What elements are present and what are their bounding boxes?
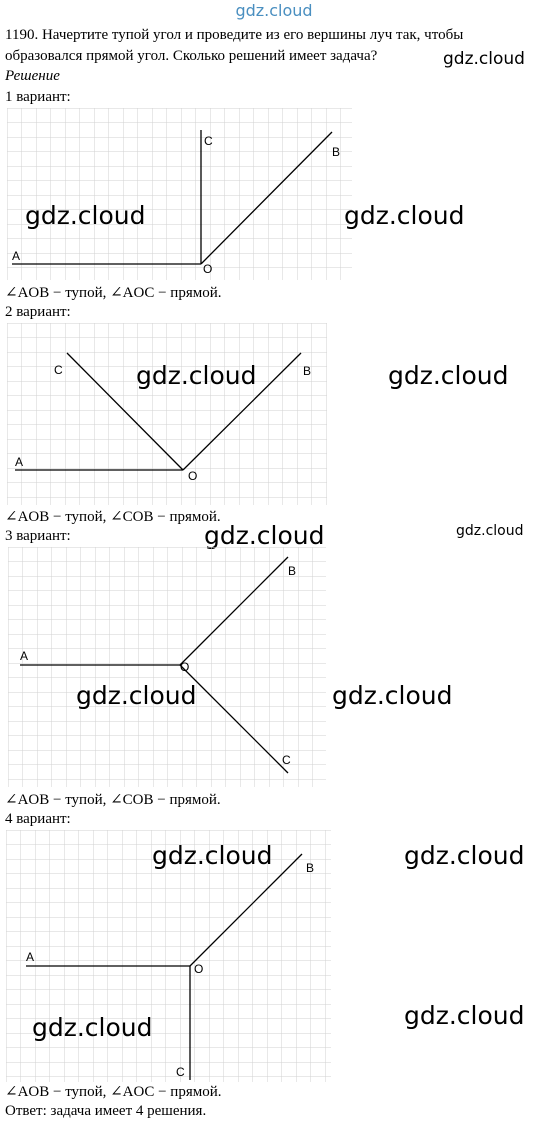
variant-3-figure: A B C O xyxy=(8,547,326,787)
watermark: gdz.cloud xyxy=(344,201,465,230)
point-b-label: B xyxy=(306,861,314,875)
grid-background xyxy=(7,108,352,280)
ray-ob xyxy=(200,131,333,265)
watermark: gdz.cloud xyxy=(456,523,524,539)
point-a-label: A xyxy=(26,950,34,964)
variant-1-caption: ∠AOB − тупой, ∠AOC − прямой. xyxy=(5,285,222,301)
point-o-label: O xyxy=(180,660,189,674)
watermark: gdz.cloud xyxy=(332,681,453,710)
variant-3-label: 3 вариант: xyxy=(5,528,71,544)
point-b-label: B xyxy=(288,564,296,578)
task-text-line-1: 1190. Начертите тупой угол и проведите и… xyxy=(5,27,464,43)
point-o-label: O xyxy=(194,962,203,976)
ray-ob xyxy=(189,853,303,967)
point-c-label: C xyxy=(204,134,213,148)
point-c-label: C xyxy=(176,1065,185,1079)
watermark: gdz.cloud xyxy=(76,681,197,710)
grid-background xyxy=(6,830,331,1082)
watermark: gdz.cloud xyxy=(152,841,273,870)
variant-2-caption: ∠AOB − тупой, ∠COB − прямой. xyxy=(5,509,221,525)
watermark: gdz.cloud xyxy=(404,841,525,870)
ray-ob xyxy=(182,352,302,471)
watermark: gdz.cloud xyxy=(204,521,325,550)
point-b-label: B xyxy=(303,364,311,378)
point-o-label: O xyxy=(188,469,197,483)
solution-label: Решение xyxy=(5,68,60,84)
variant-2-figure: A B C O xyxy=(7,323,327,505)
grid-background xyxy=(8,547,326,787)
variant-4-caption: ∠AOB − тупой, ∠AOC − прямой. xyxy=(5,1084,222,1100)
watermark: gdz.cloud xyxy=(388,361,509,390)
watermark: gdz.cloud xyxy=(32,1013,153,1042)
ray-oc xyxy=(66,352,184,471)
watermark: gdz.cloud xyxy=(404,1001,525,1030)
variant-2-label: 2 вариант: xyxy=(5,304,71,320)
ray-ob xyxy=(179,556,289,666)
grid-background xyxy=(7,323,327,505)
watermark: gdz.cloud xyxy=(443,49,525,69)
variant-1-label: 1 вариант: xyxy=(5,89,71,105)
site-header-logo[interactable]: gdz.cloud xyxy=(235,1,313,20)
watermark: gdz.cloud xyxy=(25,201,146,230)
point-a-label: A xyxy=(15,455,23,469)
answer-text: Ответ: задача имеет 4 решения. xyxy=(5,1103,207,1119)
variant-4-figure: A B C O xyxy=(6,830,331,1082)
watermark: gdz.cloud xyxy=(136,361,257,390)
point-b-label: B xyxy=(332,145,340,159)
variant-3-caption: ∠AOB − тупой, ∠COB − прямой. xyxy=(5,792,221,808)
point-c-label: C xyxy=(282,753,291,767)
point-o-label: O xyxy=(203,262,212,276)
task-text-line-2: образовался прямой угол. Сколько решений… xyxy=(5,48,378,64)
point-a-label: A xyxy=(12,249,20,263)
point-c-label: C xyxy=(54,363,63,377)
ray-oc xyxy=(179,664,289,774)
variant-1-figure: A B C O xyxy=(7,108,352,280)
point-a-label: A xyxy=(20,649,28,663)
variant-4-label: 4 вариант: xyxy=(5,811,71,827)
